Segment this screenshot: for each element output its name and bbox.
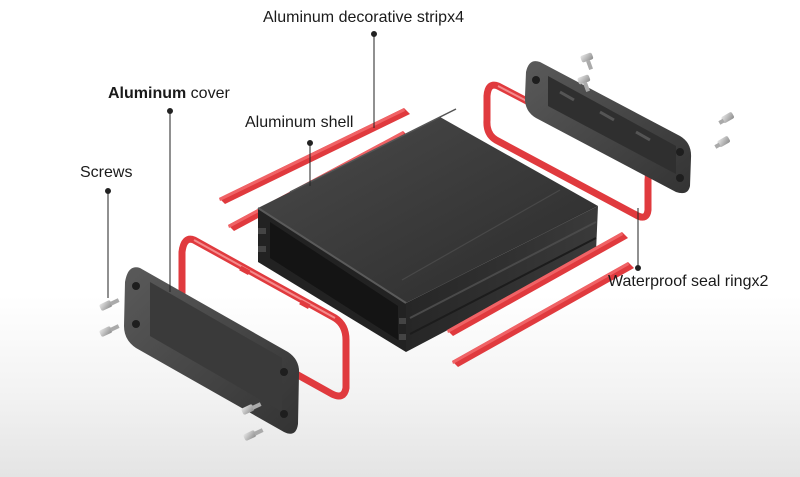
label-aluminum-shell: Aluminum shell — [245, 114, 354, 131]
label-aluminum-cover: Aluminum cover — [108, 86, 230, 102]
label-decorative-strip: Aluminum decorative stripx4 — [263, 9, 464, 26]
end-cap-right — [524, 61, 692, 194]
decorative-strips-bottom — [447, 232, 634, 367]
decorative-strip-1 — [219, 108, 410, 204]
label-cover-bold: Aluminum — [108, 85, 187, 102]
decorative-strip-4 — [452, 262, 634, 367]
leader-lines — [105, 31, 641, 298]
screws-right — [577, 52, 734, 149]
screws-left — [99, 298, 264, 441]
label-seal-ring: Waterproof seal ringx2 — [608, 273, 769, 290]
seal-ring-left — [178, 235, 350, 400]
decorative-strip-3 — [447, 232, 628, 336]
label-cover-rest: cover — [186, 85, 230, 102]
aluminum-shell — [257, 108, 598, 352]
label-screws: Screws — [80, 164, 133, 181]
aluminum-cover — [124, 267, 300, 434]
